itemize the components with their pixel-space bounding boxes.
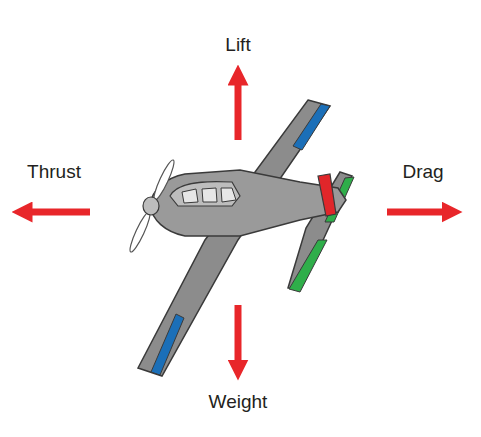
force-arrows (22, 75, 452, 370)
force-label: Drag (402, 162, 443, 183)
force-label: Thrust (27, 162, 81, 183)
force-label: Lift (225, 35, 250, 56)
force-label: Weight (209, 392, 268, 413)
